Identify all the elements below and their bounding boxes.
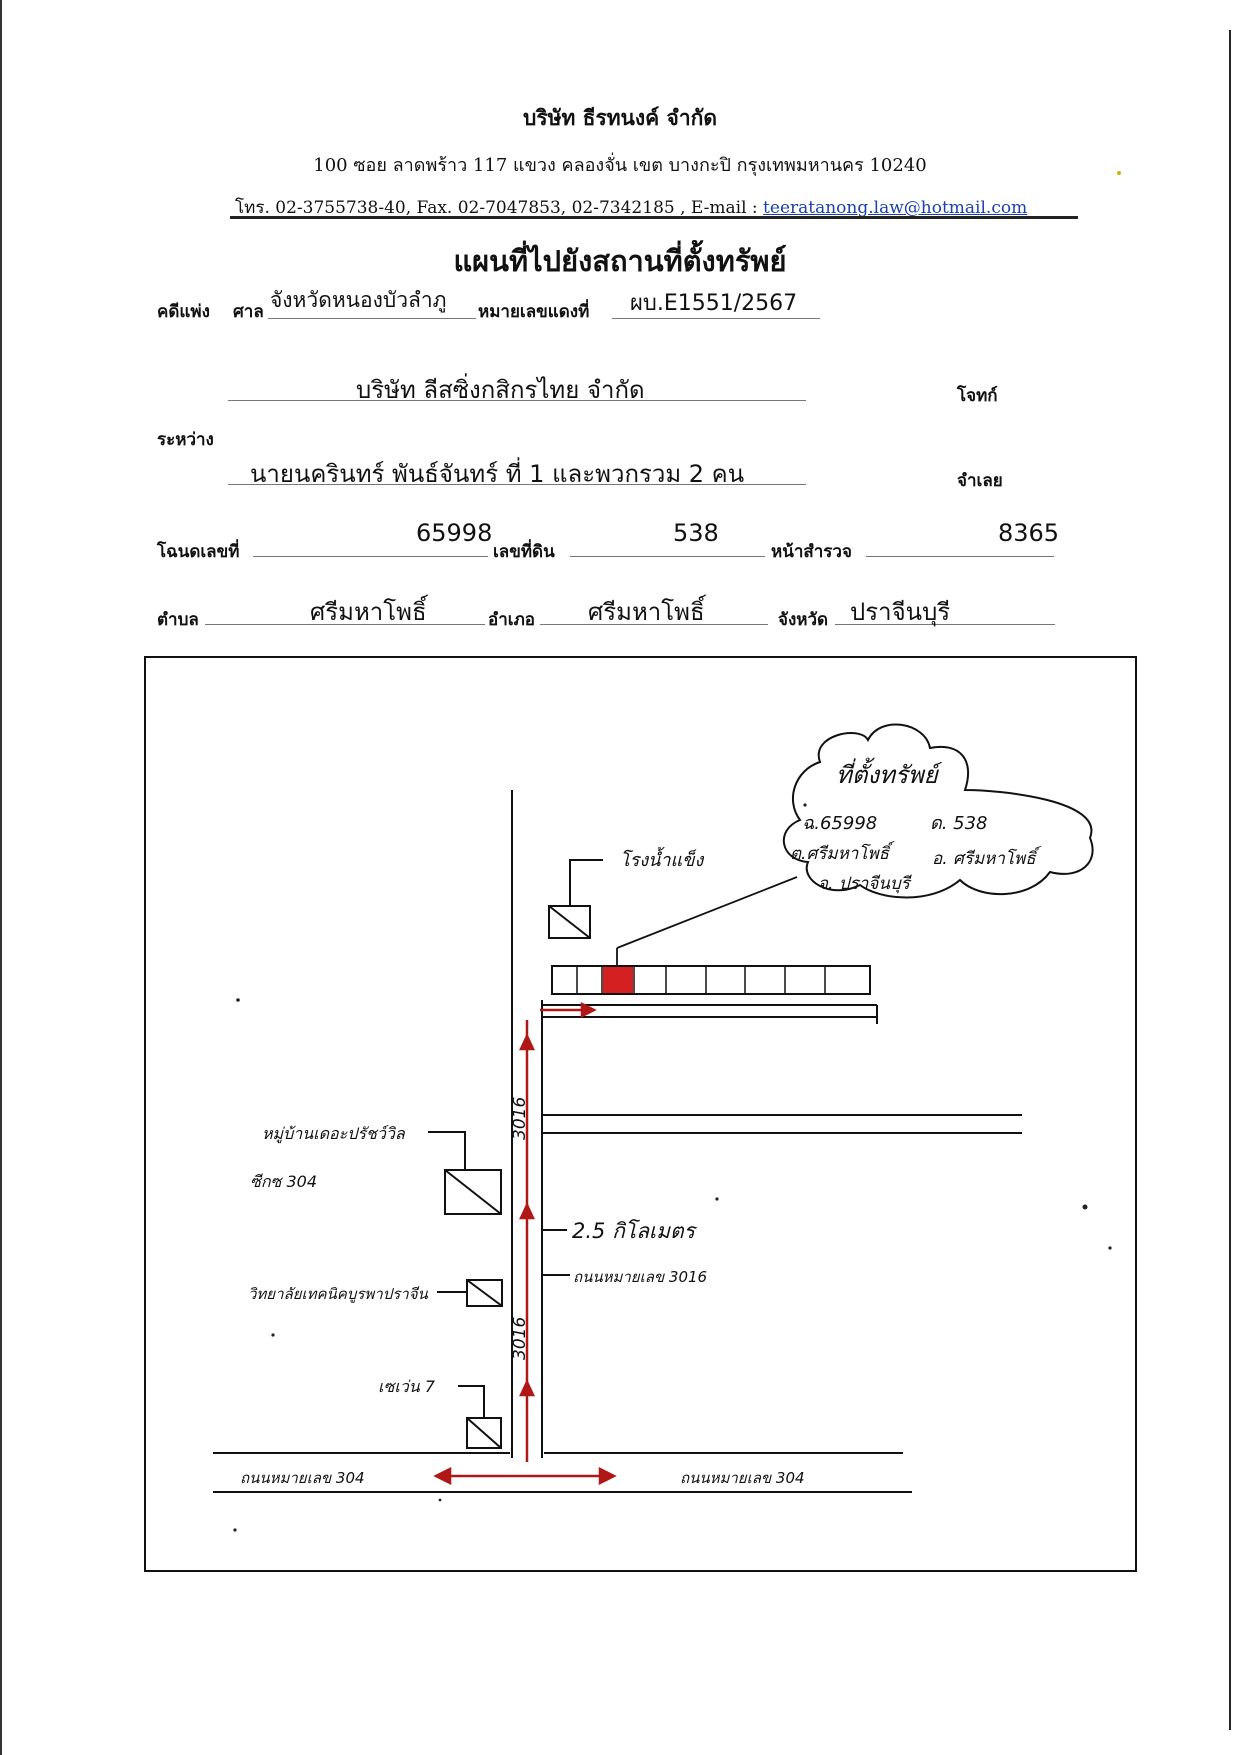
label-district: อำเภอ [488, 610, 535, 630]
parcel-row [551, 965, 871, 995]
road-304-right-label: ถนนหมายเลข 304 [680, 1469, 805, 1487]
label-subdistrict: ตำบล [157, 610, 199, 630]
road-3016-vertical-label: 3016 [510, 1096, 530, 1140]
label-defendant: จำเลย [957, 471, 1003, 491]
document-title: แผนที่ไปยังสถานที่ตั้งทรัพย์ [453, 244, 787, 278]
cloud-land-number: ด. 538 [930, 813, 988, 834]
page-edge-left [0, 0, 2, 1755]
label-between: ระหว่าง [157, 430, 214, 450]
cloud-district: อ. ศรีมหาโพธิ์ [932, 849, 1036, 869]
road-304-left-label: ถนนหมายเลข 304 [240, 1469, 365, 1487]
cloud-deed: ฉ.65998 [802, 813, 878, 834]
district: ศรีมหาโพธิ์ [588, 598, 705, 626]
company-address: 100 ซอย ลาดพร้าว 117 แขวง คลองจั่น เขต บ… [313, 155, 927, 176]
page-edge-right [1229, 30, 1231, 1730]
survey-number: 8365 [998, 519, 1060, 547]
company-name: บริษัท ธีรทนงค์ จำกัด [523, 105, 717, 130]
ice-factory-leader [569, 859, 603, 906]
seven-eleven-label: เซเว่น 7 [378, 1377, 435, 1396]
deed-number: 65998 [416, 519, 493, 547]
ice-factory-label: โรงน้ำแข็ง [620, 850, 704, 871]
property-cloud [782, 723, 1094, 899]
cloud-title: ที่ตั้งทรัพย์ [836, 761, 938, 789]
court-name: จังหวัดหนองบัวลำภู [270, 288, 447, 312]
label-survey-page: หน้าสำรวจ [771, 542, 852, 562]
label-land-number: เลขที่ดิน [493, 542, 555, 562]
village-label: หมู่บ้านเดอะปรัชว์วิล [262, 1124, 405, 1143]
property-parcel-marker [603, 967, 633, 993]
company-contact: โทร. 02-3755738-40, Fax. 02-7047853, 02-… [235, 194, 1027, 221]
road-3016-vertical-label-lower: 3016 [510, 1316, 530, 1360]
village-sub-label: ซีกซ 304 [250, 1172, 318, 1191]
label-court: ศาล [233, 302, 264, 322]
village-box [444, 1169, 502, 1215]
map-frame [144, 656, 1137, 1572]
distance-label: 2.5 กิโลเมตร [572, 1219, 695, 1243]
plaintiff-name: บริษัท ลีสซิ่งกสิกรไทย จำกัด [356, 376, 645, 404]
cloud-subdistrict: ต.ศรีมหาโพธิ์ [790, 844, 890, 864]
subdistrict: ศรีมหาโพธิ์ [310, 598, 427, 626]
label-red-number: หมายเลขแดงที่ [478, 302, 590, 322]
label-civil-case: คดีแพ่ง [157, 302, 210, 322]
stray-dot [1117, 171, 1121, 175]
red-case-number: ผบ.E1551/2567 [630, 291, 798, 316]
header-rule [230, 216, 1078, 219]
label-plaintiff: โจทก์ [957, 386, 998, 406]
seven-eleven-leader [458, 1385, 485, 1418]
defendant-name: นายนครินทร์ พันธ์จันทร์ ที่ 1 และพวกรวม … [250, 460, 745, 488]
province: ปราจีนบุรี [850, 598, 951, 626]
label-deed-number: โฉนดเลขที่ [157, 542, 240, 562]
road-3016-label: ถนนหมายเลข 3016 [573, 1268, 708, 1286]
village-leader [428, 1131, 466, 1170]
college-label: วิทยาลัยเทคนิคบูรพาปราจีน [248, 1285, 428, 1303]
cloud-province: จ. ปราจีนบุรี [818, 874, 910, 894]
contact-email-link[interactable]: teeratanong.law@hotmail.com [763, 198, 1028, 218]
land-number: 538 [673, 519, 719, 547]
label-province: จังหวัด [778, 610, 829, 630]
contact-phone-fax: โทร. 02-3755738-40, Fax. 02-7047853, 02-… [235, 198, 764, 218]
cloud-pointer-line [616, 876, 798, 949]
